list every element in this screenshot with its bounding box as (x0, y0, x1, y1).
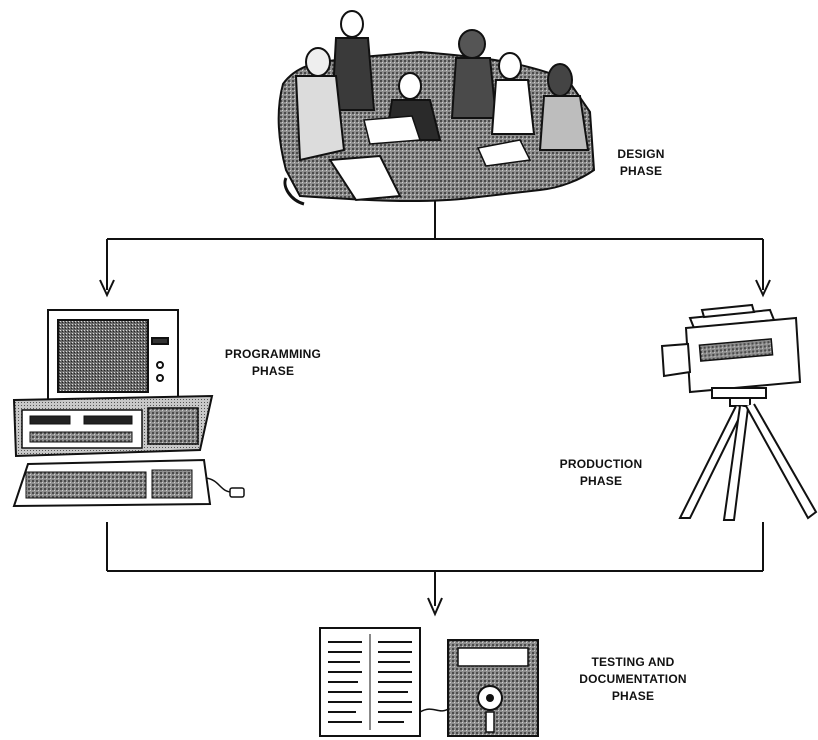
design-phase-label: DESIGN PHASE (598, 146, 684, 180)
arrow-to-programming (99, 279, 115, 298)
video-camera-icon (660, 303, 818, 521)
production-phase-line2: PHASE (579, 474, 623, 488)
production-phase-line1: PRODUCTION (559, 457, 643, 471)
testing-phase-line3: PHASE (611, 689, 655, 703)
bottom-connector (106, 522, 764, 606)
programming-phase-line2: PHASE (251, 364, 295, 378)
testing-phase-line1: TESTING AND (591, 655, 675, 669)
arrow-to-production (755, 279, 771, 298)
programming-phase-line1: PROGRAMMING (224, 347, 322, 361)
desktop-computer-icon (12, 309, 245, 508)
meeting-people-icon (277, 10, 596, 206)
top-connector (106, 200, 764, 290)
production-phase-label: PRODUCTION PHASE (546, 456, 656, 490)
programming-phase-label: PROGRAMMING PHASE (208, 346, 338, 380)
testing-phase-line2: DOCUMENTATION (579, 672, 687, 686)
design-phase-line1: DESIGN (617, 147, 665, 161)
testing-phase-label: TESTING AND DOCUMENTATION PHASE (566, 654, 700, 705)
arrow-to-testing (427, 597, 443, 617)
design-phase-line2: PHASE (619, 164, 663, 178)
document-and-floppy-disk-icon (319, 627, 539, 737)
